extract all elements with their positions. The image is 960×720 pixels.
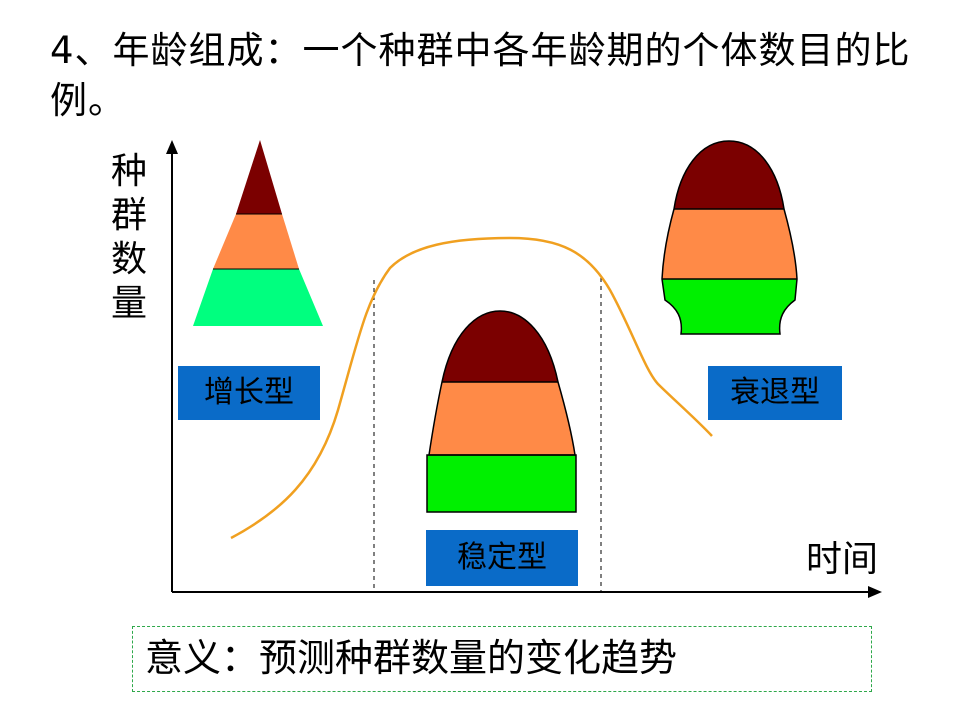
x-axis-arrow — [868, 586, 882, 598]
stable-outline — [428, 310, 576, 456]
stable-type-label: 稳定型 — [426, 530, 578, 586]
page-heading: 4、年龄组成：一个种群中各年龄期的个体数目的比例。 — [50, 29, 911, 122]
decline-urn — [661, 140, 798, 335]
growth-pyramid — [193, 140, 323, 326]
growth-type-label: 增长型 — [178, 366, 320, 420]
x-axis-label: 时间 — [806, 539, 879, 580]
decline-outline — [661, 140, 798, 335]
decline-type-label: 衰退型 — [708, 366, 842, 420]
growth-young-layer — [193, 269, 323, 326]
stable-old-layer — [442, 311, 558, 382]
growth-old-layer — [236, 140, 282, 214]
stable-young-layer — [426, 454, 577, 513]
stable-adult-layer — [429, 382, 575, 455]
y-axis-arrow — [166, 140, 178, 154]
population-curve — [230, 236, 713, 540]
meaning-note: 意义：预测种群数量的变化趋势 — [132, 626, 872, 692]
decline-old-layer — [674, 141, 784, 209]
decline-adult-layer — [662, 209, 797, 279]
axes — [166, 140, 882, 598]
decline-young-layer — [662, 279, 797, 334]
growth-adult-layer — [213, 214, 299, 269]
stable-bell — [426, 310, 577, 513]
y-axis-label: 种群数量 — [110, 151, 147, 324]
